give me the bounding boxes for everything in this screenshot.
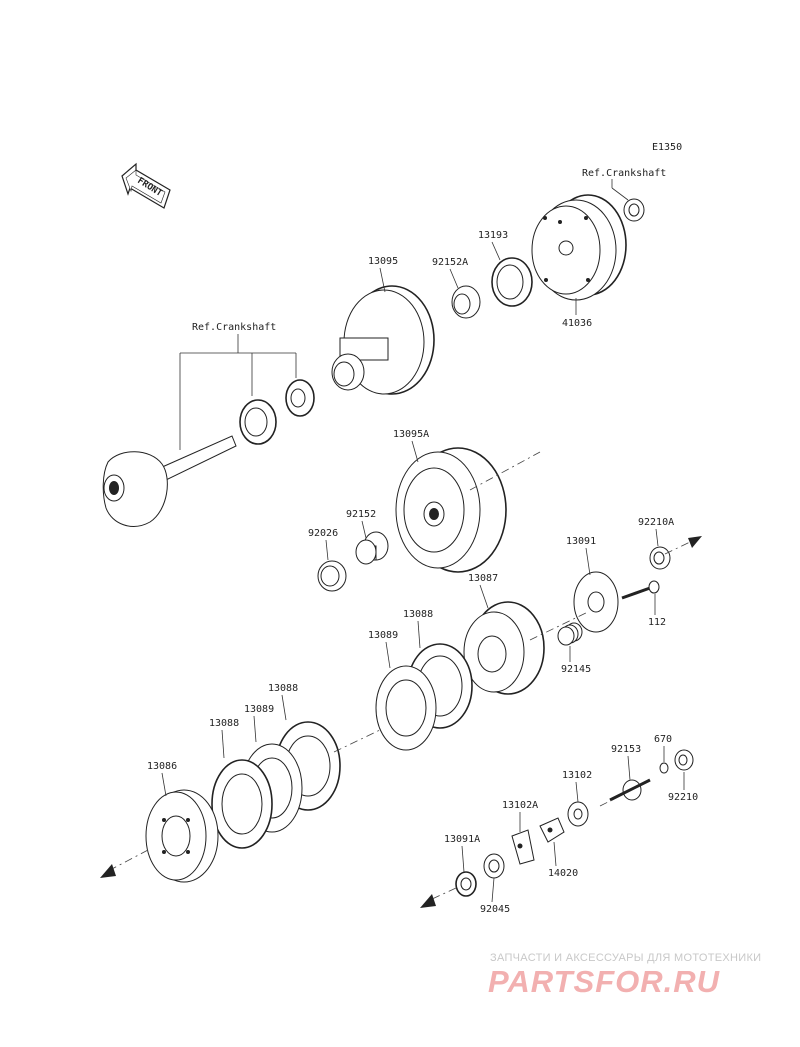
cam-13102: [567, 801, 589, 827]
spring-92145: [557, 622, 583, 646]
part-label-92153: 92153: [611, 744, 641, 755]
part-label-14020: 14020: [548, 868, 578, 879]
part-label-13095: 13095: [368, 256, 398, 267]
part-label-13087: 13087: [468, 573, 498, 584]
clutch-housing-13095A: [395, 447, 507, 573]
part-label-13088-upper: 13088: [403, 609, 433, 620]
bolt-112: [621, 580, 660, 600]
lever-13102A: [511, 829, 535, 865]
part-label-13088-lower: 13088: [209, 718, 239, 729]
watermark-tagline: ЗАПЧАСТИ И АКСЕССУАРЫ ДЛЯ МОТОТЕХНИКИ: [490, 952, 762, 964]
rod-92153: [609, 778, 651, 802]
bearing-92152A: [451, 285, 481, 319]
plate-14020: [539, 817, 565, 843]
part-label-92210: 92210: [668, 792, 698, 803]
part-label-92045: 92045: [480, 904, 510, 915]
watermark-logo: PARTSFOR.RU: [488, 964, 721, 999]
part-label-13193: 13193: [478, 230, 508, 241]
collar-92152: [355, 531, 389, 565]
part-label-13089-lower: 13089: [244, 704, 274, 715]
part-label-13091: 13091: [566, 536, 596, 547]
primary-gear-housing-41036: [531, 194, 627, 301]
part-label-92152: 92152: [346, 509, 376, 520]
nut-92210: [674, 749, 694, 771]
part-label-112: 112: [648, 617, 666, 628]
part-label-13088-middle: 13088: [268, 683, 298, 694]
crank-bearing: [239, 399, 277, 445]
part-label-13102: 13102: [562, 770, 592, 781]
diagram-code: E1350: [652, 142, 682, 153]
crankshaft: [102, 435, 237, 527]
one-way-clutch-13193: [491, 257, 533, 307]
part-label-13086: 13086: [147, 761, 177, 772]
washer-92026: [317, 560, 347, 592]
nut-92210A: [649, 546, 671, 570]
nut-icon: [623, 198, 645, 222]
steel-plate-13089-upper: [375, 665, 437, 751]
part-label-13089-upper: 13089: [368, 630, 398, 641]
part-label-670: 670: [654, 734, 672, 745]
part-label-92026: 92026: [308, 528, 338, 539]
bearing-92045: [483, 853, 505, 879]
friction-plate-13088-lower: [211, 759, 273, 849]
part-label-92210A: 92210A: [638, 517, 674, 528]
seal-13091A: [455, 871, 477, 897]
part-label-13095A: 13095A: [393, 429, 429, 440]
circlip-670: [659, 762, 669, 774]
part-label-41036: 41036: [562, 318, 592, 329]
crank-gear: [285, 379, 315, 417]
front-arrow-icon: FRONT: [121, 162, 171, 209]
part-label-92152A: 92152A: [432, 257, 468, 268]
part-label-13091A: 13091A: [444, 834, 480, 845]
part-label-13102A: 13102A: [502, 800, 538, 811]
clutch-hub-13087: [463, 601, 545, 695]
ref-crankshaft-left: Ref.Crankshaft: [192, 322, 276, 333]
starter-clutch-gear-13095: [331, 285, 435, 395]
pressure-plate-13091: [573, 571, 619, 633]
part-label-92145: 92145: [561, 664, 591, 675]
ref-crankshaft-top: Ref.Crankshaft: [582, 168, 666, 179]
clutch-plate-13086: [145, 789, 219, 883]
